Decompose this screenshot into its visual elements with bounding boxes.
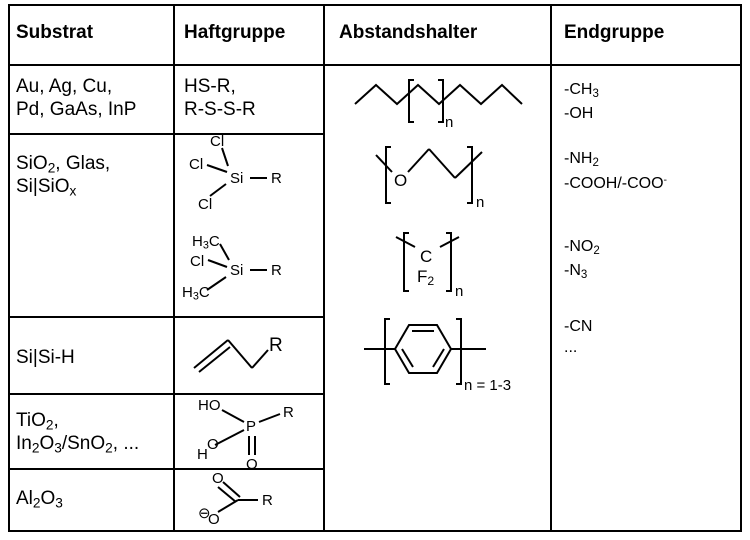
end-group-nitro: -NO2: [564, 238, 600, 257]
anchor-thiol: HS-R, R-S-S-R: [184, 75, 256, 121]
border-right: [740, 4, 742, 532]
row-divider-2: [8, 316, 324, 318]
atom-si: Si: [230, 170, 244, 187]
border-bottom: [8, 530, 742, 532]
header-anchor-group: Haftgruppe: [184, 22, 286, 43]
substrate-oxides: TiO2, In2O3/SnO2, ...: [16, 409, 139, 455]
border-left: [8, 4, 10, 532]
row-divider-1: [8, 133, 324, 135]
atom-si: Si: [230, 262, 244, 279]
col-divider-2: [323, 4, 325, 532]
atom-r: R: [271, 170, 282, 187]
atom-h3c-top: H3C: [192, 233, 220, 252]
row-divider-3: [8, 393, 324, 395]
col-divider-3: [550, 4, 552, 532]
substrate-oxides-line2: In2O3/SnO2, ...: [16, 433, 140, 456]
border-top: [8, 4, 742, 6]
header-substrate: Substrat: [16, 22, 94, 43]
atom-cl-bottom: Cl: [198, 196, 213, 213]
subscript-n-range: n = 1-3: [464, 377, 512, 394]
atom-p: P: [246, 418, 257, 435]
atom-r: R: [271, 262, 282, 279]
col-divider-1: [173, 4, 175, 532]
anchor-thiol-label: HS-R,: [184, 76, 236, 97]
substrate-hydrogen-silicon: Si|Si-H: [16, 347, 75, 368]
end-group-azide: -N3: [564, 262, 588, 281]
substrate-alumina: Al2O3: [16, 488, 63, 511]
atom-cl: Cl: [190, 253, 205, 270]
header-spacer: Abstandshalter: [339, 22, 478, 43]
atom-o-double: O: [246, 456, 258, 473]
substrate-metals-line1: Au, Ag, Cu,: [16, 76, 113, 97]
substrate-metals-line2: Pd, GaAs, InP: [16, 99, 137, 120]
atom-h: H: [197, 446, 208, 463]
charge-minus-icon: ⊖: [198, 505, 211, 522]
atom-r: R: [262, 492, 273, 509]
substrate-silica-line1: SiO2, Glas,: [16, 153, 111, 176]
atom-f2: F2: [417, 267, 435, 289]
atom-ho: HO: [198, 397, 221, 414]
end-group-methyl: -CH3: [564, 81, 599, 100]
header-divider: [8, 64, 742, 66]
atom-cl-top: Cl: [210, 133, 225, 150]
subscript-n: n: [445, 114, 454, 131]
row-divider-4: [8, 468, 324, 470]
anchor-disulfide-label: R-S-S-R: [184, 99, 256, 120]
substrate-silica: SiO2, Glas, Si|SiOx: [16, 152, 110, 198]
atom-c: C: [420, 247, 433, 266]
end-group-more: ...: [564, 339, 578, 356]
atom-o-single: O: [207, 436, 219, 453]
atom-r: R: [283, 404, 294, 421]
atom-cl-left: Cl: [189, 156, 204, 173]
substrate-metals: Au, Ag, Cu, Pd, GaAs, InP: [16, 75, 136, 121]
end-group-hydroxyl: -OH: [564, 105, 594, 122]
header-end-group: Endgruppe: [564, 22, 665, 43]
end-group-nitrile: -CN: [564, 318, 593, 335]
end-group-amine: -NH2: [564, 150, 599, 169]
end-group-carboxyl: -COOH/-COO-: [564, 174, 668, 192]
subscript-n: n: [476, 194, 485, 211]
atom-o-minus: O: [208, 511, 220, 528]
atom-h3c-bottom: H3C: [182, 284, 210, 303]
atom-o: O: [394, 171, 408, 190]
atom-r: R: [269, 335, 283, 356]
substrate-oxides-line1: TiO2,: [16, 410, 59, 433]
substrate-silica-line2: Si|SiOx: [16, 176, 77, 199]
atom-o-double: O: [212, 470, 224, 487]
subscript-n: n: [455, 283, 464, 300]
